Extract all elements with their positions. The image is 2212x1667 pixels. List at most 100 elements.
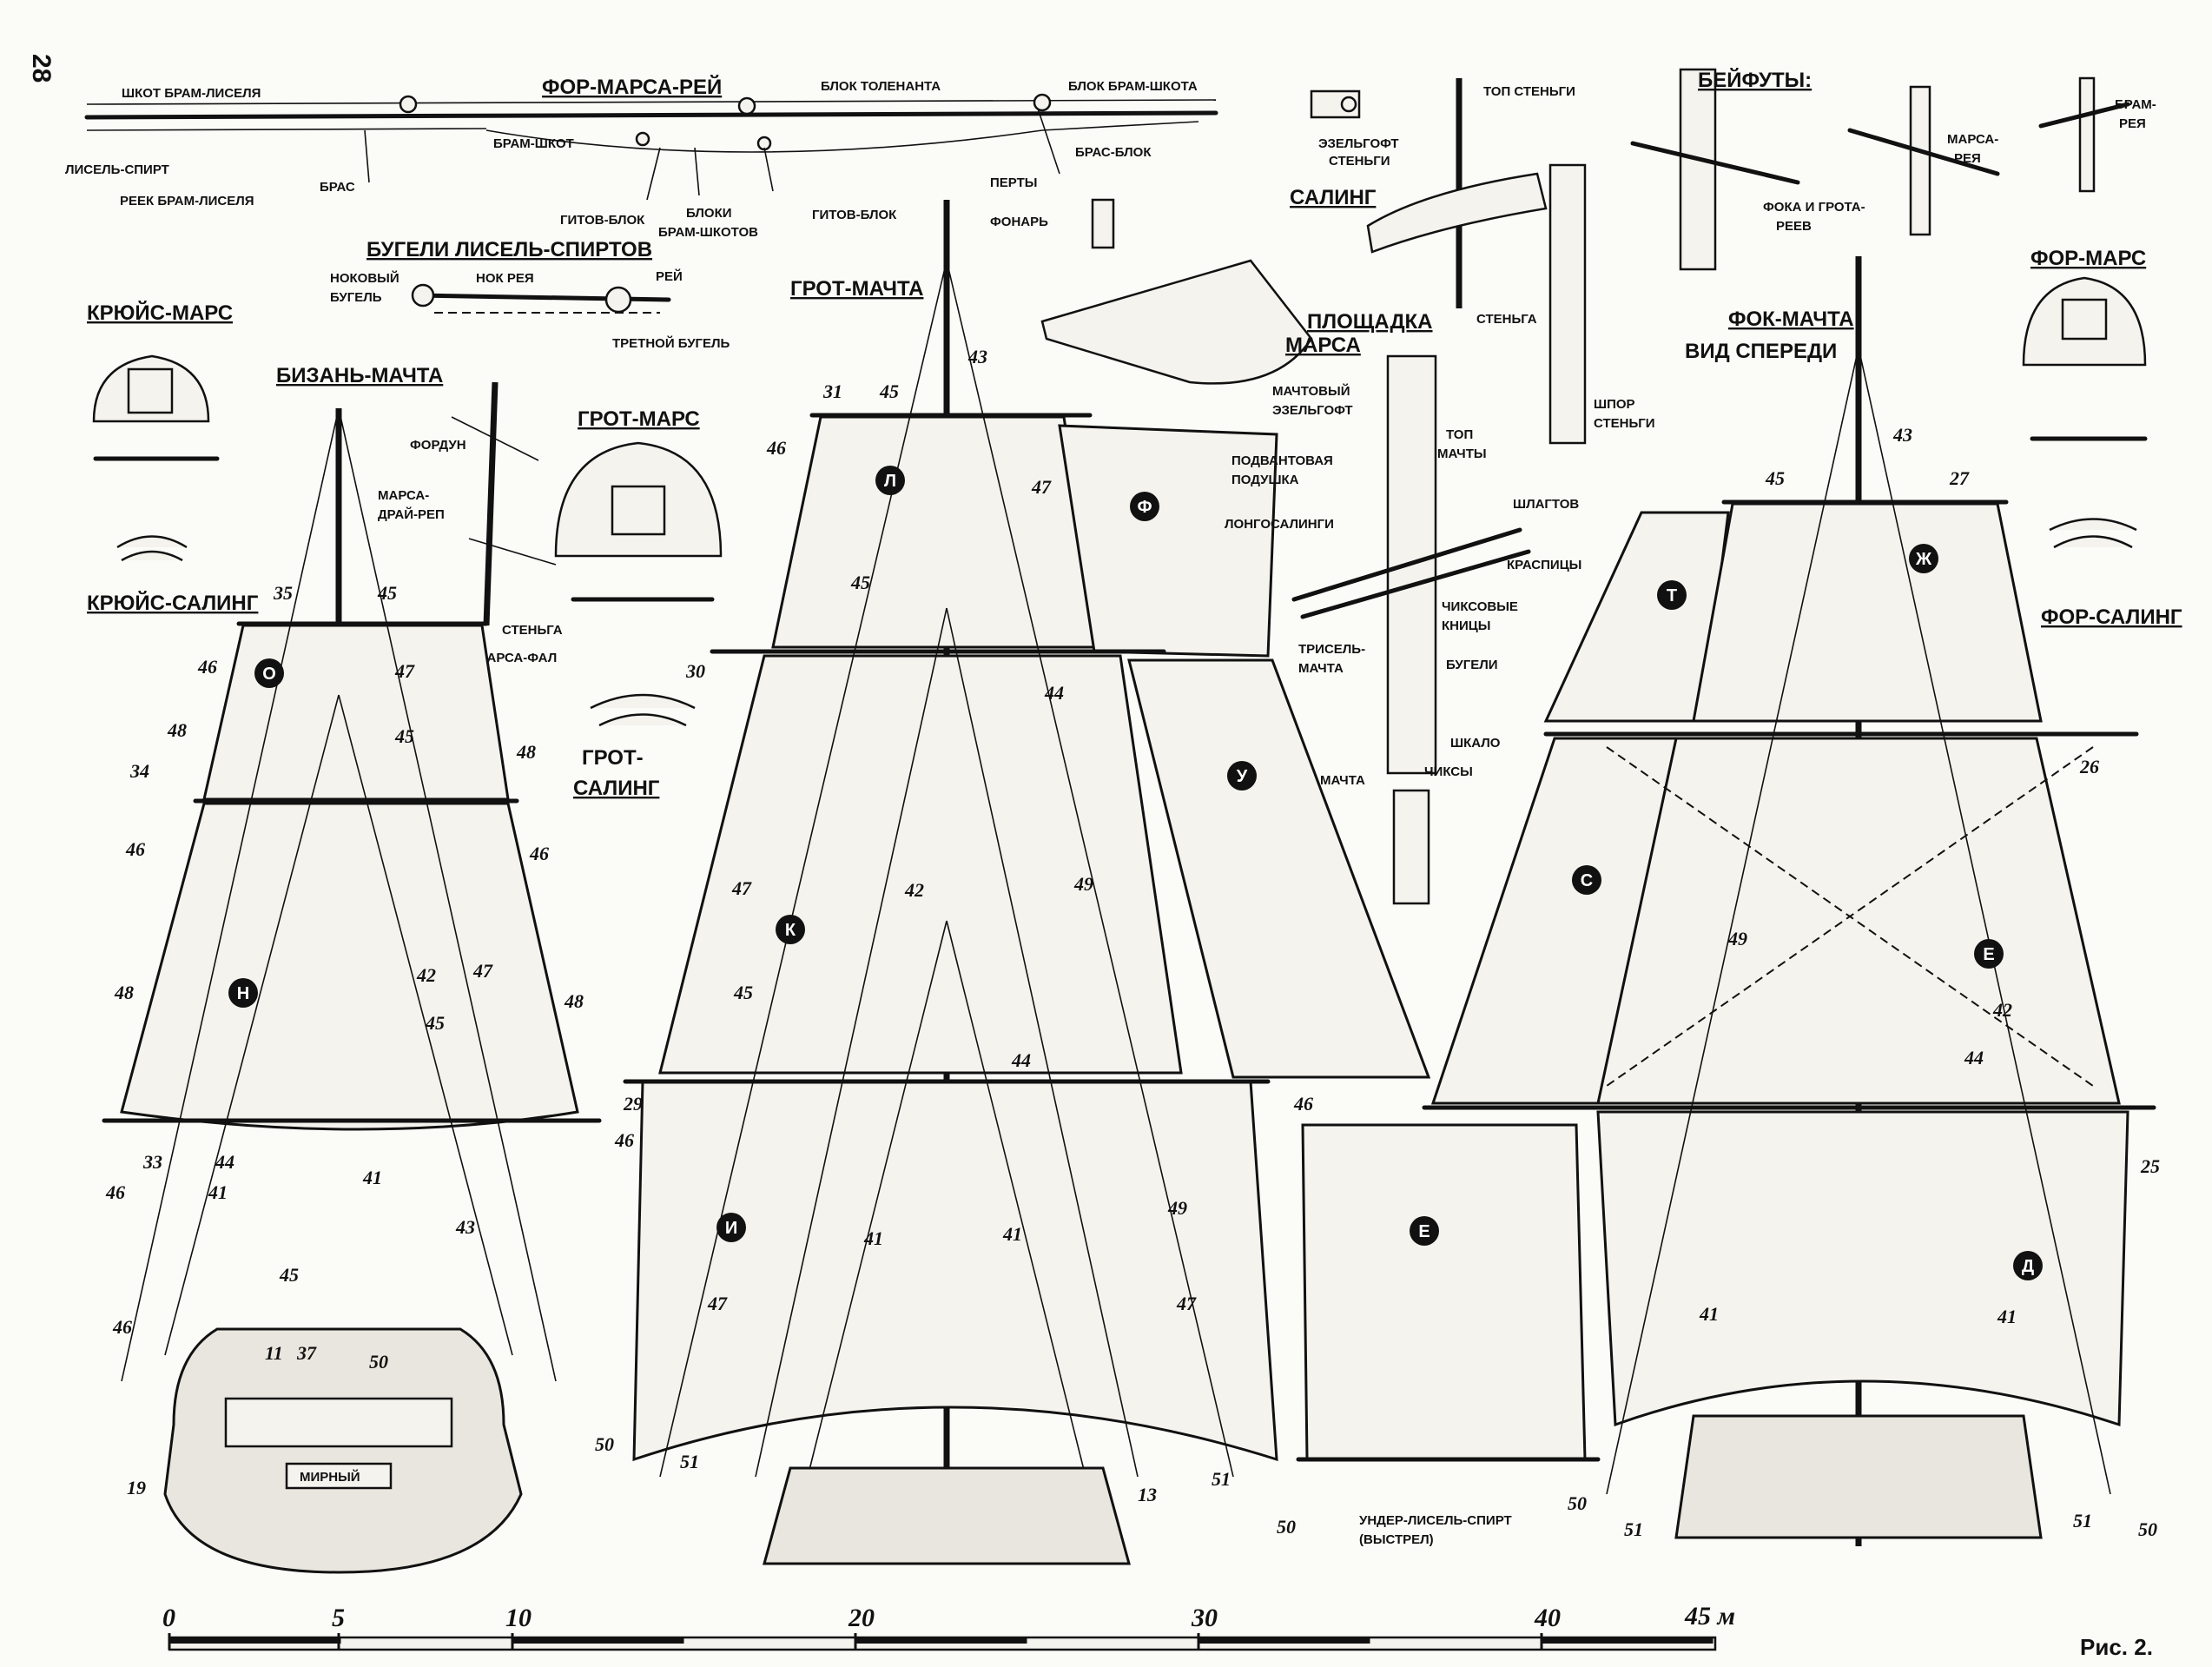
reference-number: 50 xyxy=(2138,1518,2157,1540)
crosstrees-label: САЛИНГ xyxy=(1290,186,1377,209)
reference-number: 46 xyxy=(614,1129,634,1151)
topmast-detail xyxy=(1366,78,1587,445)
masthead-label: ЧИКСОВЫЕ xyxy=(1442,599,1518,614)
mizzen-sail xyxy=(120,802,579,1131)
main-studdingsail xyxy=(1127,658,1431,1079)
topmast-label: ШЛАГТОВ xyxy=(1513,497,1579,512)
reference-number: 42 xyxy=(904,879,924,901)
svg-text:Д: Д xyxy=(2022,1257,2034,1276)
main-crosstrees-title: ГРОТ- xyxy=(582,746,644,770)
masthead-label: ЭЗЕЛЬГОФТ xyxy=(1272,403,1353,418)
mizzen-title: БИЗАНЬ-МАЧТА xyxy=(276,364,443,387)
mizzen-top-detail xyxy=(92,354,220,562)
reference-number: 35 xyxy=(273,582,293,604)
scale-tick-label: 40 xyxy=(1534,1604,1561,1632)
reference-number: 41 xyxy=(362,1167,382,1188)
reference-number: 26 xyxy=(2079,756,2099,777)
sail-marker: Л xyxy=(875,466,905,495)
masthead-label: МАЧТОВЫЙ xyxy=(1272,383,1350,399)
reference-number: 41 xyxy=(208,1181,228,1203)
scale-tick-label: 10 xyxy=(505,1604,532,1632)
main-deck-section xyxy=(763,1466,1131,1565)
fore-top-title: ФОР-МАРС xyxy=(2030,247,2146,270)
svg-text:О: О xyxy=(262,665,276,684)
bibbs-detail xyxy=(1630,68,2130,271)
sail-marker: У xyxy=(1227,761,1257,791)
top-yard-label: ГИТОВ-БЛОК xyxy=(812,208,897,222)
ship-name: МИРНЫЙ xyxy=(300,1469,360,1485)
mizzen-top-title: КРЮЙС-МАРС xyxy=(87,301,233,325)
bibbs-label: РЕЯ xyxy=(1954,151,1981,166)
bibbs-label: РЕЕВ xyxy=(1776,219,1812,234)
bibbs-label: ФОКА И ГРОТА- xyxy=(1763,200,1865,215)
lantern-label: ФОНАРЬ xyxy=(990,215,1048,229)
boom-irons-label: НОК РЕЯ xyxy=(476,271,534,286)
fore-boom-label: (ВЫСТРЕЛ) xyxy=(1359,1532,1434,1547)
boom-irons-label: НОКОВЫЙ xyxy=(330,270,399,286)
reference-number: 11 xyxy=(265,1342,283,1364)
reference-number: 47 xyxy=(1176,1293,1197,1314)
reference-number: 19 xyxy=(127,1477,146,1498)
cap-label: ЭЗЕЛЬГОФТ xyxy=(1318,136,1399,151)
reference-number: 44 xyxy=(1011,1049,1031,1071)
sail-marker: О xyxy=(254,658,284,688)
sail-marker: И xyxy=(716,1213,746,1242)
top-yard-label: БРАМ-ШКОТОВ xyxy=(658,225,758,240)
reference-number: 47 xyxy=(707,1293,728,1314)
reference-number: 50 xyxy=(1277,1516,1296,1538)
reference-number: 50 xyxy=(1568,1492,1587,1514)
reference-number: 45 xyxy=(279,1264,299,1286)
masthead-label: МАЧТА xyxy=(1320,773,1365,788)
fore-royal xyxy=(1692,502,2043,723)
fore-course xyxy=(1596,1110,2129,1427)
reference-number: 45 xyxy=(1765,467,1785,489)
reference-number: 45 xyxy=(733,982,753,1003)
figure-caption: Рис. 2. xyxy=(2080,1634,2153,1660)
reference-number: 42 xyxy=(1992,999,2012,1021)
bibbs-label: РЕЯ xyxy=(2119,116,2146,131)
top-yard-label: ШКОТ БРАМ-ЛИСЕЛЯ xyxy=(122,86,261,101)
main-topgallant xyxy=(1058,424,1278,658)
bibbs-label: МАРСА- xyxy=(1947,132,1998,147)
scale-segment xyxy=(855,1637,1027,1644)
svg-text:С: С xyxy=(1581,871,1593,890)
svg-text:И: И xyxy=(725,1219,737,1238)
topmast-label: ТОП СТЕНЬГИ xyxy=(1483,84,1575,99)
svg-text:Н: Н xyxy=(237,984,249,1003)
boom-irons-title: БУГЕЛИ ЛИСЕЛЬ-СПИРТОВ xyxy=(366,238,652,261)
reference-number: 44 xyxy=(1964,1047,1984,1068)
top-yard-label: РЕЕК БРАМ-ЛИСЕЛЯ xyxy=(120,194,254,208)
reference-number: 46 xyxy=(125,838,145,860)
reference-number: 49 xyxy=(1167,1197,1187,1219)
masthead-label: ЧИКСЫ xyxy=(1424,764,1473,779)
reference-number: 34 xyxy=(129,760,149,782)
sail-marker: Е xyxy=(1974,939,2004,969)
reference-number: 41 xyxy=(863,1227,883,1249)
platform-title: МАРСА xyxy=(1285,334,1361,357)
boom-irons-label: ТРЕТНОЙ БУГЕЛЬ xyxy=(612,335,730,351)
reference-number: 44 xyxy=(1044,682,1064,704)
boom-irons-label: РЕЙ xyxy=(656,268,683,284)
reference-number: 45 xyxy=(394,725,414,747)
svg-text:Ж: Ж xyxy=(1915,550,1932,569)
reference-number: 45 xyxy=(377,582,397,604)
masthead-label: ТОП xyxy=(1446,427,1473,442)
top-yard-label: ПЕРТЫ xyxy=(990,175,1037,190)
main-course xyxy=(632,1080,1278,1462)
reference-number: 50 xyxy=(595,1433,614,1455)
svg-text:У: У xyxy=(1237,767,1248,786)
scale-segment xyxy=(512,1637,684,1644)
reference-number: 45 xyxy=(425,1012,445,1034)
sail-marker: К xyxy=(776,915,805,944)
reference-number: 46 xyxy=(1293,1093,1313,1115)
fore-mast-drawing xyxy=(1296,256,2156,1546)
reference-number: 46 xyxy=(112,1316,132,1338)
reference-number: 46 xyxy=(529,843,549,864)
main-topsail xyxy=(658,654,1183,1075)
reference-number: 51 xyxy=(2073,1510,2092,1531)
reference-number: 47 xyxy=(472,960,493,982)
svg-text:Л: Л xyxy=(884,472,896,491)
reference-number: 37 xyxy=(296,1342,317,1364)
reference-number: 41 xyxy=(1002,1223,1022,1245)
reference-number: 50 xyxy=(369,1351,388,1373)
